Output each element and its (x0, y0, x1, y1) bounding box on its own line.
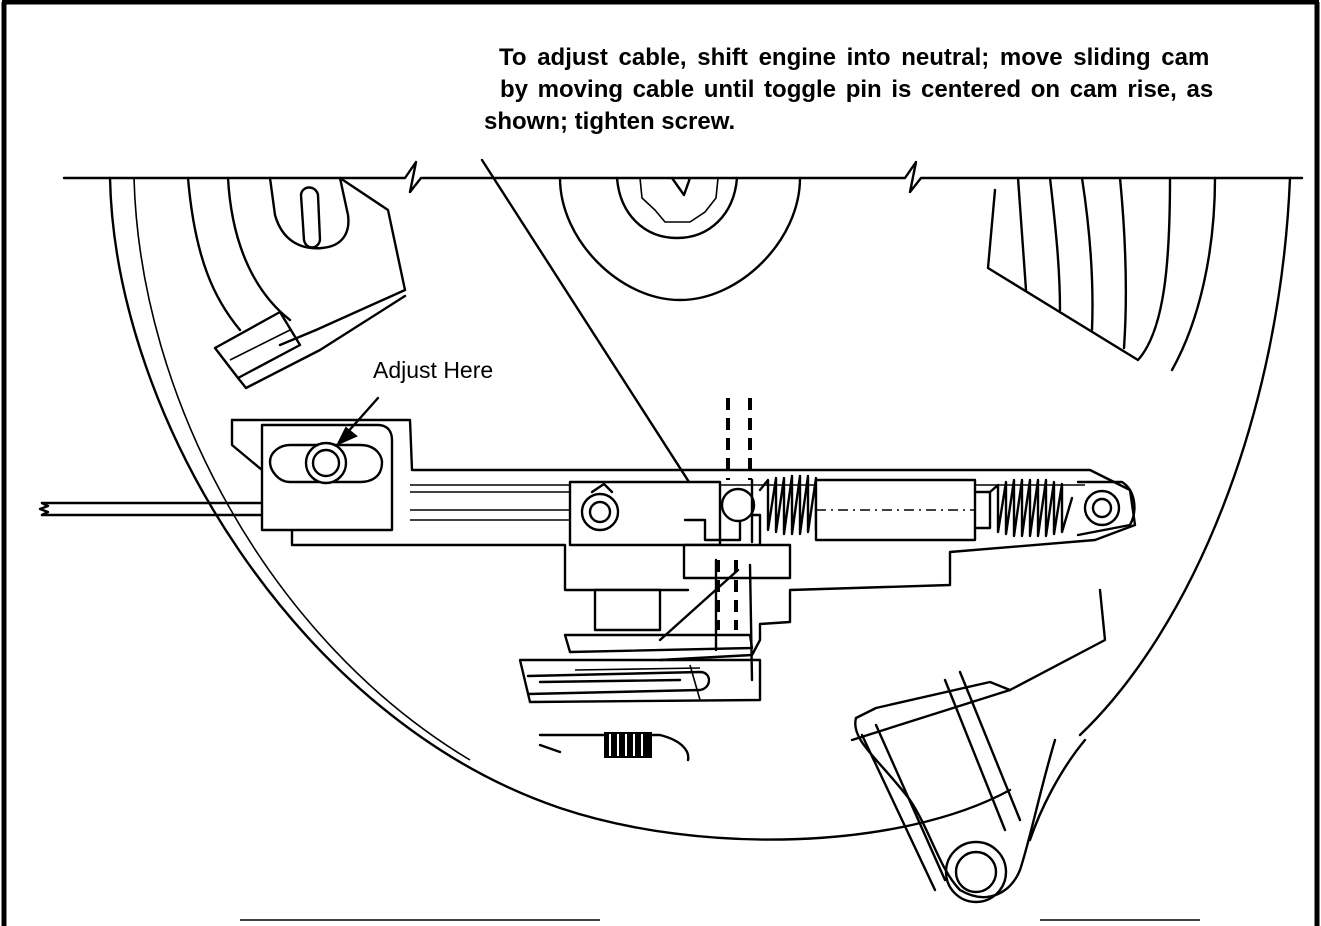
instruction-line-1: To adjust cable, shift engine into neutr… (499, 44, 1210, 71)
bottom-adjust-screw (538, 732, 690, 762)
center-hub (558, 176, 802, 302)
instruction-line-3: shown; tighten screw. (484, 108, 736, 135)
left-segment (186, 176, 407, 390)
cable-clamp-bracket (260, 423, 394, 532)
detent-spring-right (988, 478, 1136, 538)
adjust-here-arrow (335, 396, 380, 447)
housing-top-edge (62, 160, 1304, 194)
shift-cable (38, 501, 267, 517)
flywheel-housing (108, 176, 1292, 841)
sliding-cam (568, 480, 792, 580)
instruction-leader-line (480, 158, 718, 526)
instruction-line-2: by moving cable until toggle pin is cent… (500, 76, 1214, 103)
toggle-pin (716, 398, 756, 630)
adjust-here-label: Adjust Here (373, 357, 494, 383)
right-segment (986, 176, 1217, 372)
detent-spring-left (750, 474, 992, 544)
slide-plate (230, 418, 1137, 662)
shift-lever-assembly (518, 558, 762, 704)
adjustment-instruction: To adjust cable, shift engine into neutr… (482, 42, 1282, 138)
shift-shaft-lug (850, 588, 1107, 904)
